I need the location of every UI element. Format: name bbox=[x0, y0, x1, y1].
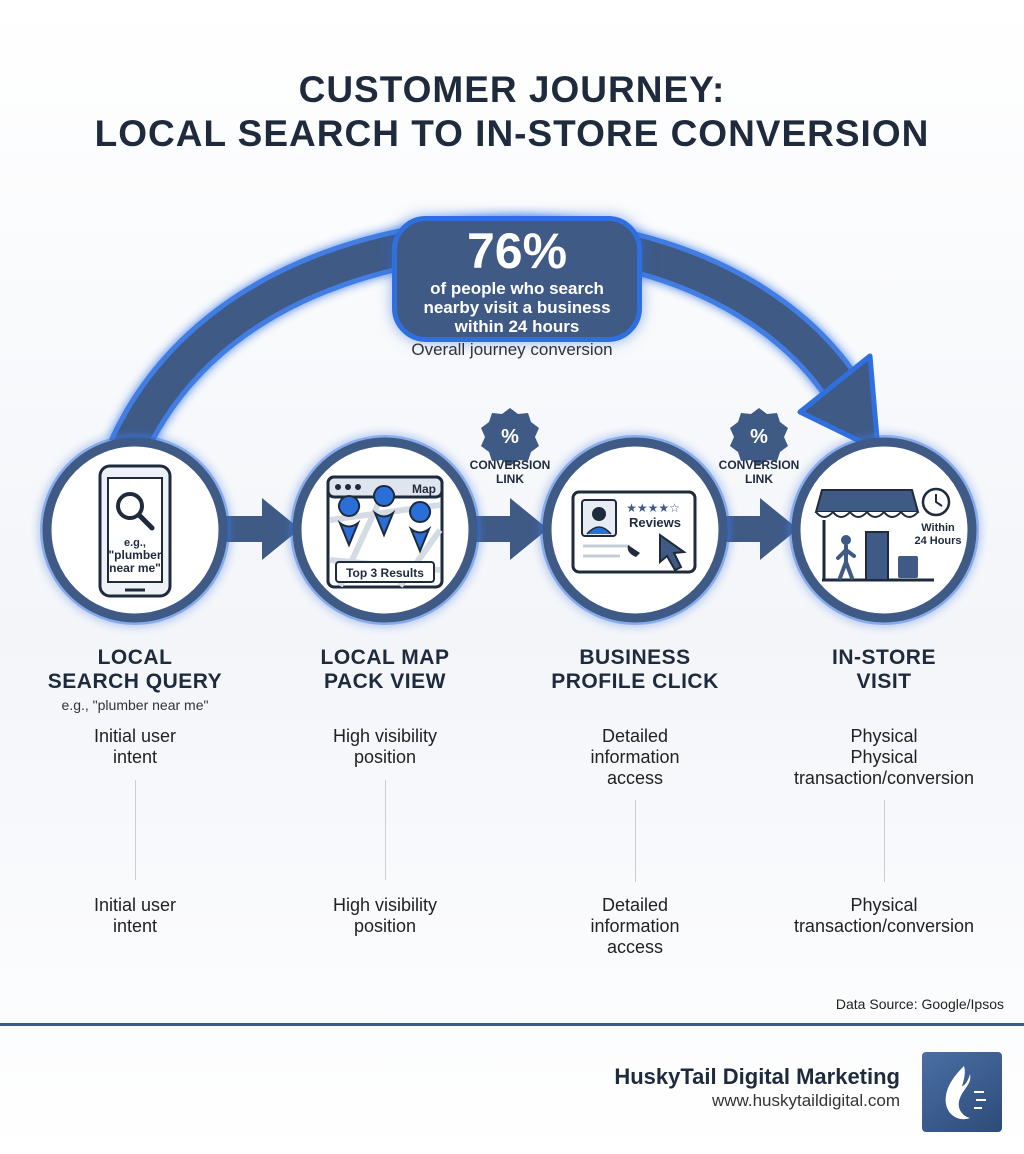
stage-4-desc-top-l2: Physical bbox=[850, 747, 918, 767]
stage-2-desc-bottom-l1: High visibility bbox=[332, 895, 438, 915]
stage-4-desc-top-l1: Physical bbox=[850, 726, 918, 746]
stage-2-desc-top-l1: High visibility bbox=[332, 726, 438, 746]
conversion-link-label-1-l2: LINK bbox=[496, 472, 524, 486]
stat-line-1: of people who search bbox=[430, 279, 604, 298]
stage-3-desc-bottom-l1: Detailed bbox=[601, 895, 669, 915]
page-title-line-1: CUSTOMER JOURNEY: bbox=[298, 69, 726, 110]
stage-1-desc-top-l2: intent bbox=[112, 747, 158, 767]
stage-3-desc-bottom-l3: access bbox=[606, 937, 664, 957]
stage-3-desc-bottom-l2: information bbox=[590, 916, 680, 936]
stage-3-title-l2: PROFILE CLICK bbox=[551, 670, 719, 693]
overall-conversion-label: Overall journey conversion bbox=[411, 340, 613, 359]
divider-line bbox=[635, 800, 636, 882]
conversion-link-label-1: CONVERSION LINK bbox=[455, 458, 565, 486]
percent-badge-icon-1: % bbox=[481, 408, 539, 466]
stage-3-desc-top-l1: Detailed bbox=[601, 726, 669, 746]
flame-logo-icon bbox=[945, 1066, 986, 1120]
stage-3-title: BUSINESS PROFILE CLICK bbox=[515, 646, 755, 694]
stage-1-subtitle: e.g., "plumber near me" bbox=[61, 697, 209, 713]
stat-badge: 76% of people who search nearby visit a … bbox=[392, 216, 642, 342]
stage-2-desc-top-l2: position bbox=[353, 747, 417, 767]
stage-3-desc-top-l3: access bbox=[606, 768, 664, 788]
stage-4-title-l2: VISIT bbox=[856, 670, 912, 693]
map-caption: Top 3 Results bbox=[346, 566, 424, 580]
conversion-link-label-2: CONVERSION LINK bbox=[704, 458, 814, 486]
storefront-icon bbox=[814, 487, 951, 582]
store-caption-line-2: 24 Hours bbox=[914, 535, 961, 547]
stage-2-title: LOCAL MAP PACK VIEW bbox=[265, 646, 505, 694]
stage-1-desc-top: Initial user intent bbox=[15, 726, 255, 768]
conversion-link-label-1-l1: CONVERSION bbox=[469, 458, 551, 472]
divider-line bbox=[884, 800, 885, 882]
footer-divider bbox=[0, 1023, 1024, 1026]
stat-line-3: within 24 hours bbox=[454, 317, 580, 336]
data-source: Data Source: Google/Ipsos bbox=[835, 996, 1004, 1012]
stage-4-desc-bottom-l2: transaction/conversion bbox=[793, 916, 975, 936]
phone-text-line-3: near me" bbox=[109, 561, 161, 575]
phone-text-line-2: "plumber bbox=[108, 548, 161, 562]
map-window-icon bbox=[326, 475, 444, 589]
stage-3-desc-bottom: Detailed information access bbox=[515, 895, 755, 958]
conversion-link-label-2-l2: LINK bbox=[745, 472, 773, 486]
stage-4-desc-top: Physical Physical transaction/conversion bbox=[764, 726, 1004, 789]
map-window-title: Map bbox=[412, 482, 436, 496]
stage-1-desc-top-l1: Initial user bbox=[93, 726, 177, 746]
stage-4-desc-bottom-l1: Physical bbox=[850, 895, 918, 915]
stage-3-desc-top: Detailed information access bbox=[515, 726, 755, 789]
phone-text-line-1: e.g., bbox=[124, 537, 146, 549]
divider-line bbox=[385, 780, 386, 880]
stage-1-title: LOCAL SEARCH QUERY bbox=[15, 646, 255, 694]
percent-badge-text-2: % bbox=[750, 426, 768, 448]
stage-4-title-l1: IN-STORE bbox=[832, 646, 936, 669]
stage-4-desc-bottom: Physical transaction/conversion bbox=[764, 895, 1004, 937]
reviews-caption: Reviews bbox=[629, 515, 681, 530]
stage-1-title-l1: LOCAL bbox=[97, 646, 173, 669]
divider-line bbox=[135, 780, 136, 880]
company-name: HuskyTail Digital Marketing bbox=[614, 1064, 900, 1089]
stage-2-desc-bottom-l2: position bbox=[353, 916, 417, 936]
stage-2-desc-top: High visibility position bbox=[265, 726, 505, 768]
overall-arc-arrowhead bbox=[797, 353, 881, 453]
stage-4-title: IN-STORE VISIT bbox=[764, 646, 1004, 694]
stage-3-desc-top-l2: information bbox=[590, 747, 680, 767]
map-pin-icon bbox=[337, 485, 432, 554]
stage-4-desc-top-l3: transaction/conversion bbox=[793, 768, 975, 788]
percent-badge-text-1: % bbox=[501, 426, 519, 448]
stage-1-title-l2: SEARCH QUERY bbox=[47, 670, 223, 693]
stage-2-desc-bottom: High visibility position bbox=[265, 895, 505, 937]
star-rating-icon: ★★★★☆ bbox=[626, 501, 680, 515]
company-logo bbox=[922, 1052, 1002, 1132]
percent-badge-icon-2: % bbox=[730, 408, 788, 466]
stage-2-title-l1: LOCAL MAP bbox=[320, 646, 450, 669]
stage-2-title-l2: PACK VIEW bbox=[324, 670, 446, 693]
stage-1-desc-bottom-l2: intent bbox=[112, 916, 158, 936]
phone-search-icon bbox=[98, 464, 172, 598]
stage-3-title-l1: BUSINESS bbox=[579, 646, 691, 669]
stat-percent: 76% bbox=[466, 223, 568, 279]
company-url[interactable]: www.huskytaildigital.com bbox=[711, 1091, 900, 1110]
profile-card-icon bbox=[571, 490, 697, 574]
stage-1-desc-bottom-l1: Initial user bbox=[93, 895, 177, 915]
store-caption-line-1: Within bbox=[921, 522, 955, 534]
stat-line-2: nearby visit a business bbox=[423, 298, 611, 317]
stage-1-desc-bottom: Initial user intent bbox=[15, 895, 255, 937]
conversion-link-label-2-l1: CONVERSION bbox=[718, 458, 800, 472]
page-title-line-2: LOCAL SEARCH TO IN-STORE CONVERSION bbox=[94, 113, 930, 154]
